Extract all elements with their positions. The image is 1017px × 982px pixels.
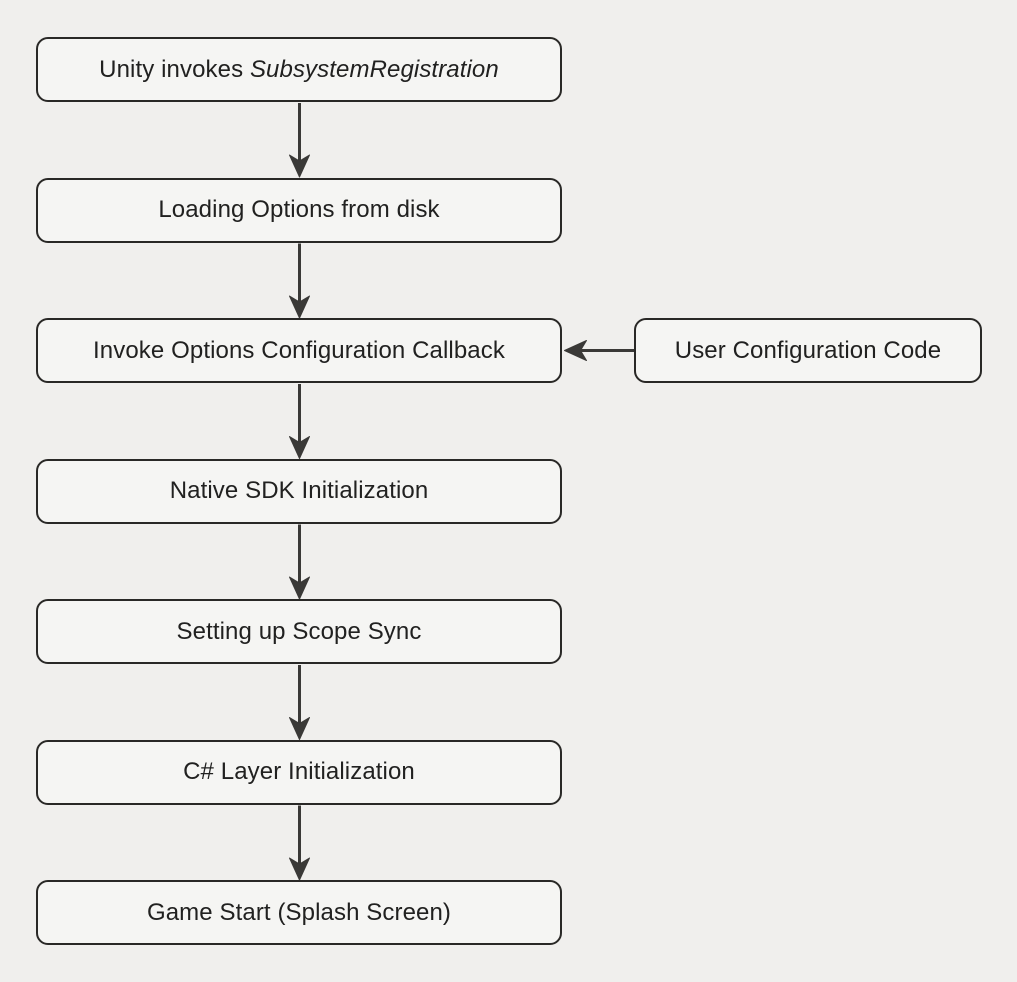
node-label: Native SDK Initialization: [169, 477, 429, 504]
node-unity-invokes-subsystemregistration: Unity invokes SubsystemRegistration: [36, 37, 562, 102]
node-user-configuration-code: User Configuration Code: [634, 318, 982, 383]
node-label: Invoke Options Configuration Callback: [93, 336, 505, 364]
node-invoke-options-configuration-callback: Invoke Options Configuration Callback: [36, 318, 562, 383]
node-native-sdk-initialization: Native SDK Initialization: [36, 458, 562, 524]
node-label: Setting up Scope Sync: [176, 617, 422, 645]
node-loading-options-from-disk: Loading Options from disk: [36, 177, 562, 243]
node-csharp-layer-initialization: C# Layer Initialization: [36, 739, 562, 805]
node-label: Game Start (Splash Screen): [146, 898, 452, 926]
node-label: C# Layer Initialization: [183, 758, 415, 785]
node-label: Loading Options from disk: [158, 196, 440, 223]
node-setting-up-scope-sync: Setting up Scope Sync: [36, 599, 562, 664]
node-label: User Configuration Code: [674, 336, 942, 364]
node-label: Unity invokes SubsystemRegistration: [99, 55, 499, 83]
node-game-start-splash-screen: Game Start (Splash Screen): [36, 880, 562, 945]
